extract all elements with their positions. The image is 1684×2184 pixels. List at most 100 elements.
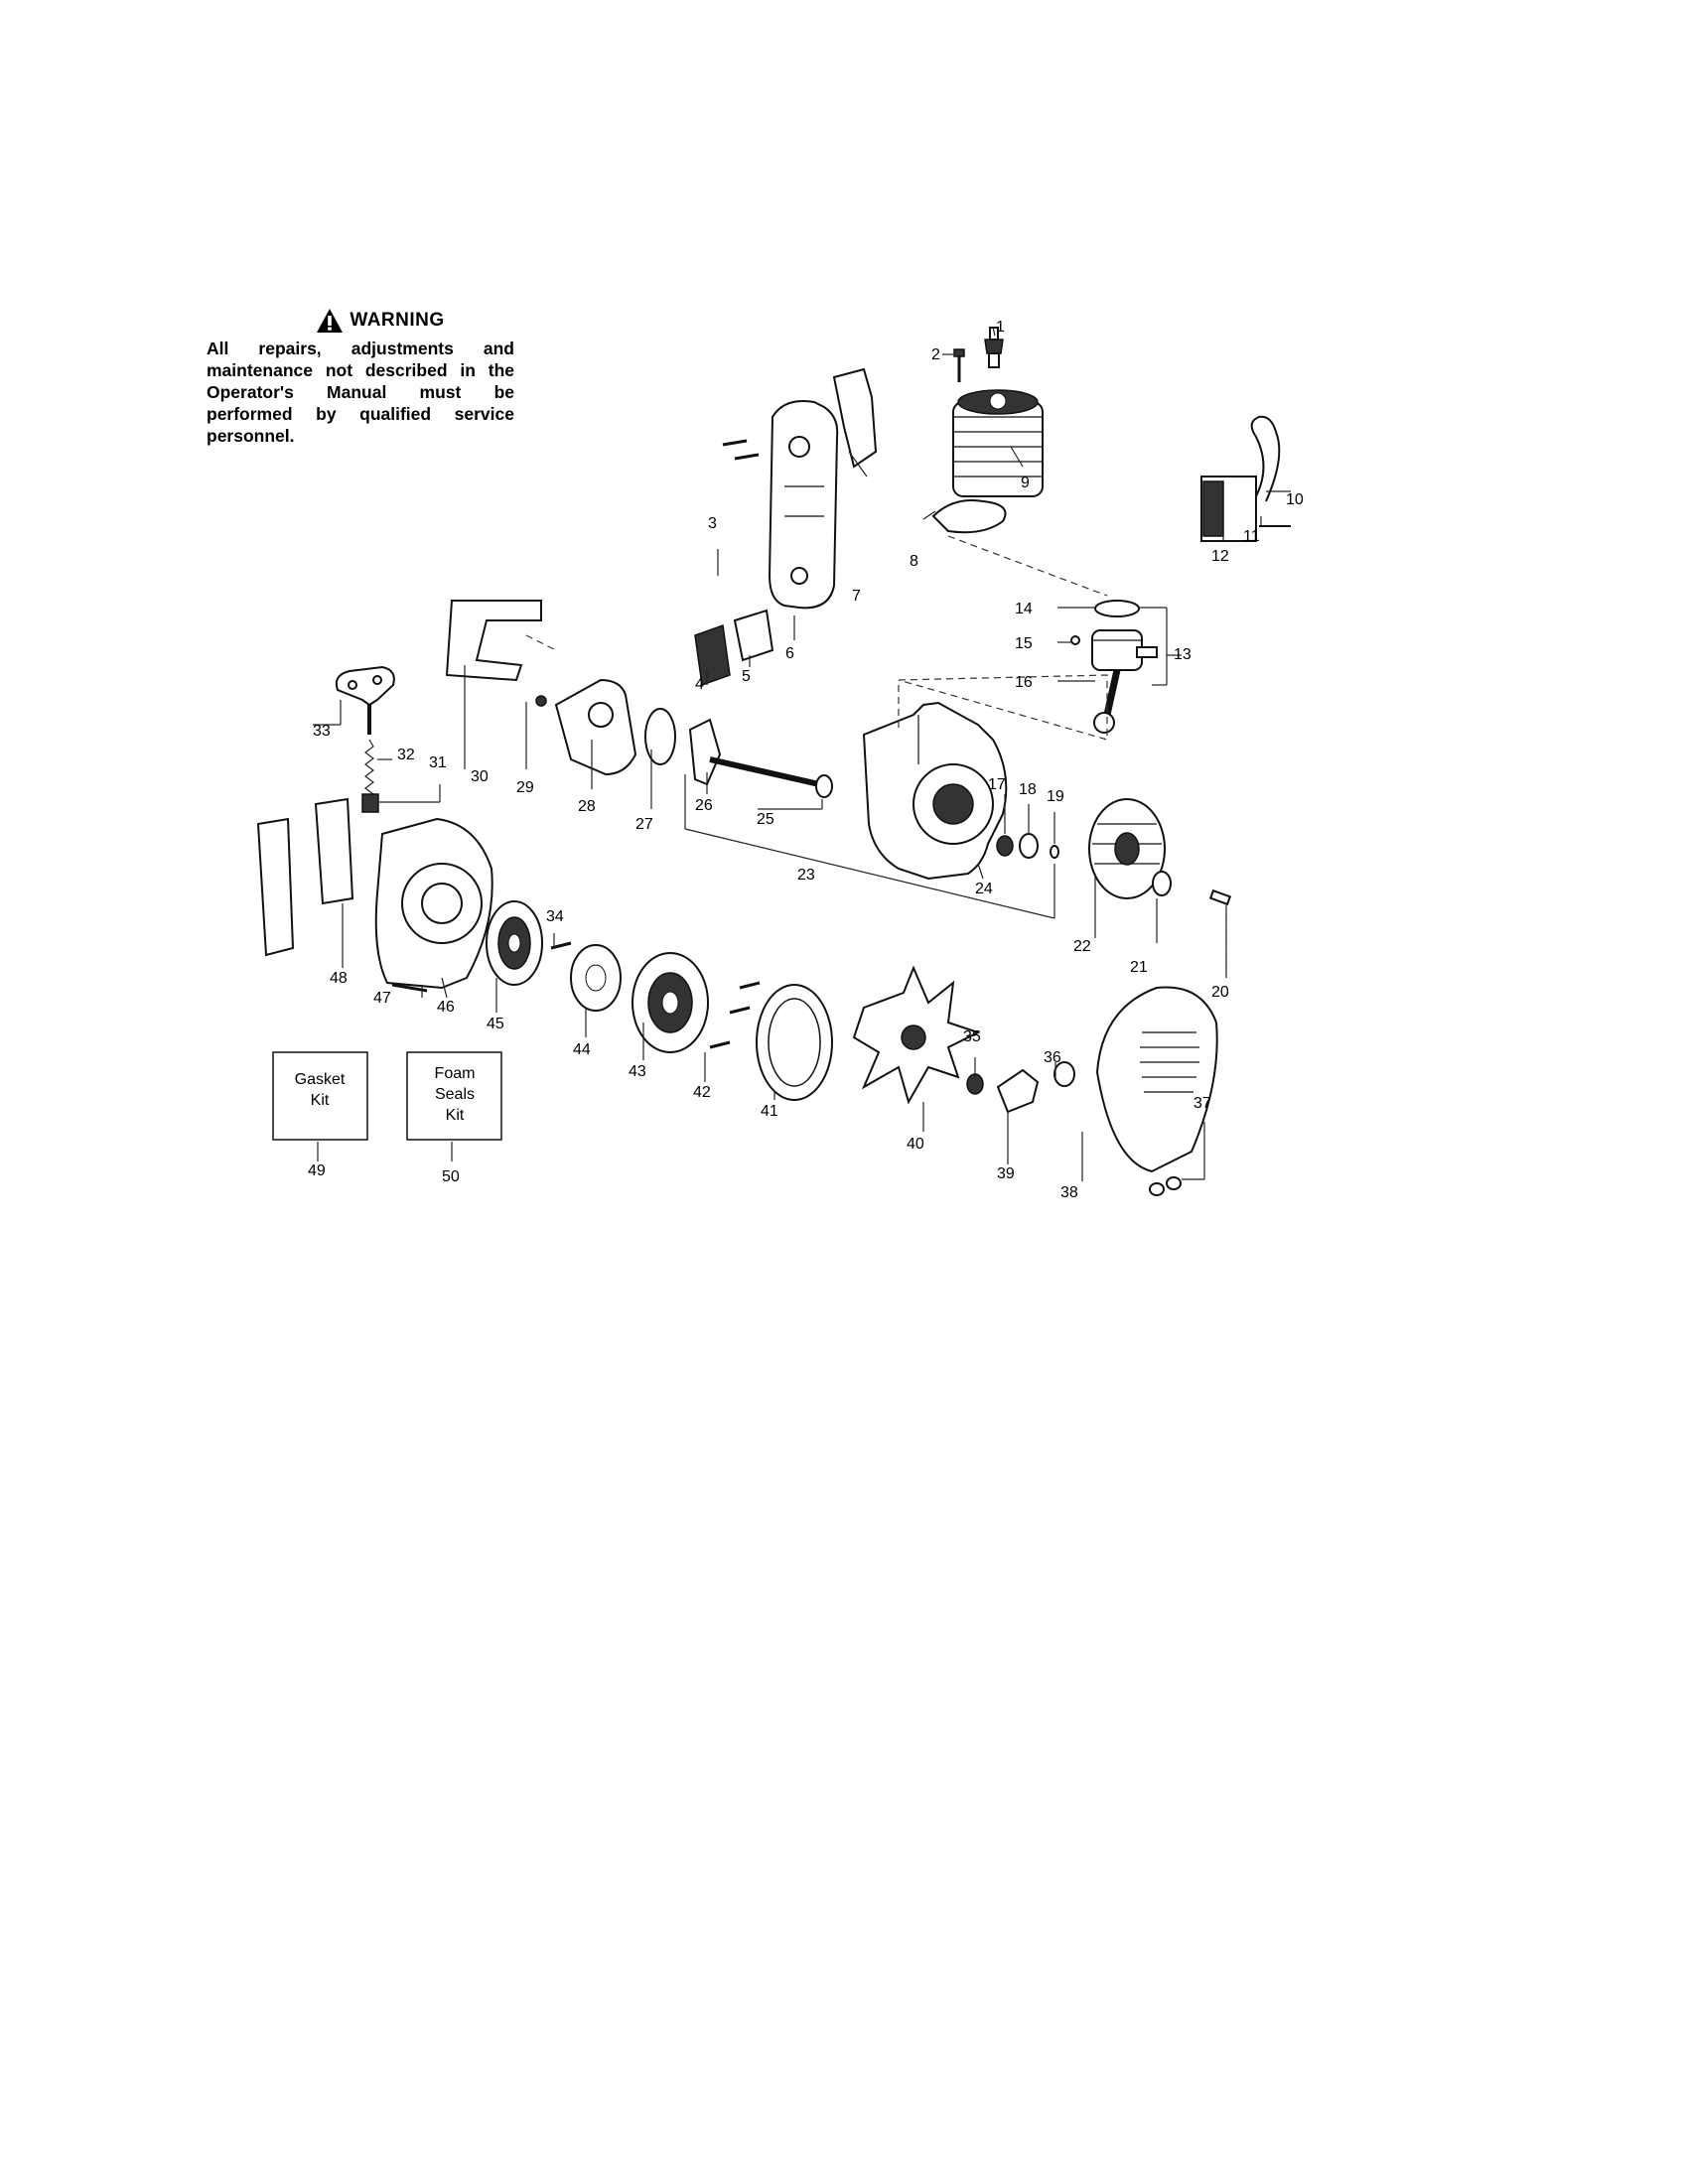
callout-48: 48: [330, 970, 348, 987]
callout-12: 12: [1211, 548, 1229, 565]
callout-13: 13: [1174, 646, 1192, 663]
callout-36: 36: [1044, 1049, 1061, 1066]
callout-5: 5: [742, 668, 751, 685]
callout-7: 7: [852, 588, 861, 605]
impeller: [852, 965, 981, 1105]
callout-40: 40: [907, 1136, 924, 1153]
pin: [1208, 888, 1232, 906]
callout-23: 23: [797, 867, 815, 884]
adjustment-tool: [335, 665, 395, 735]
callout-1: 1: [996, 319, 1005, 336]
cylinder-gasket: [931, 499, 1007, 534]
crankcase: [862, 701, 1008, 881]
callout-20: 20: [1211, 984, 1229, 1001]
foam-kit-line-1: Foam: [435, 1065, 476, 1082]
callout-19: 19: [1047, 788, 1064, 805]
washer: [570, 944, 622, 1012]
screws: [709, 981, 761, 1049]
callout-49: 49: [308, 1162, 326, 1179]
leader-lines: [313, 327, 1291, 1181]
callout-35: 35: [963, 1028, 981, 1045]
foam-seals-kit-box: Foam Seals Kit: [406, 1051, 502, 1141]
callout-11: 11: [1243, 528, 1260, 545]
callout-2: 2: [931, 346, 940, 363]
flywheel: [1088, 798, 1166, 899]
seal: [1019, 833, 1039, 859]
callout-26: 26: [695, 797, 713, 814]
flywheel-nut: [1152, 871, 1172, 896]
callout-16: 16: [1015, 674, 1033, 691]
bearing: [996, 835, 1014, 857]
callout-17: 17: [988, 776, 1006, 793]
warning-notice: WARNING All repairs, adjustments and mai…: [207, 308, 514, 447]
muffler: [768, 400, 839, 610]
callout-30: 30: [471, 768, 489, 785]
callout-46: 46: [437, 999, 455, 1016]
callout-44: 44: [573, 1041, 591, 1058]
callout-6: 6: [785, 645, 794, 662]
impeller-ring: [756, 984, 833, 1101]
gasket-kit-line-2: Kit: [311, 1092, 330, 1109]
callout-39: 39: [997, 1165, 1015, 1182]
muffler-heat-shield: [832, 367, 878, 469]
callout-28: 28: [578, 798, 596, 815]
starter-pulley: [486, 900, 543, 986]
gasket-kit-box: Gasket Kit: [272, 1051, 368, 1141]
callout-8: 8: [910, 553, 918, 570]
callout-42: 42: [693, 1084, 711, 1101]
ignition-module: [1200, 415, 1291, 542]
callout-4: 4: [695, 676, 704, 693]
foam-kit-line-3: Kit: [446, 1107, 465, 1124]
bushing: [361, 793, 379, 813]
callout-37: 37: [1193, 1095, 1211, 1112]
callout-numbers: 1 2 3 4 5 6 7 8 9 10 11 12 13 14 15 16 1…: [308, 319, 1304, 1201]
piston-assembly: [1070, 600, 1158, 734]
callout-10: 10: [1286, 491, 1304, 508]
callout-41: 41: [761, 1103, 778, 1120]
callout-50: 50: [442, 1168, 460, 1185]
callout-43: 43: [629, 1063, 646, 1080]
callout-18: 18: [1019, 781, 1037, 798]
crankshaft: [688, 718, 833, 798]
callout-3: 3: [708, 515, 717, 532]
pawl-bushing: [1053, 1061, 1075, 1087]
foam-seal: [445, 600, 542, 682]
blower-cover: [1095, 986, 1218, 1173]
warning-triangle-icon: [317, 309, 344, 333]
callout-9: 9: [1021, 475, 1030, 491]
starter-housing: [632, 952, 709, 1053]
callout-29: 29: [516, 779, 534, 796]
callout-34: 34: [546, 908, 564, 925]
blower-housing: [374, 817, 493, 990]
gasket-kit-line-1: Gasket: [295, 1071, 346, 1088]
callout-21: 21: [1130, 959, 1148, 976]
muffler-plate: [694, 623, 731, 687]
callout-47: 47: [373, 990, 391, 1007]
starter-pawl: [996, 1068, 1040, 1114]
cylinder: [952, 389, 1044, 497]
intake-adapter: [535, 678, 637, 776]
foam-kit-line-2: Seals: [435, 1086, 475, 1103]
callout-25: 25: [757, 811, 774, 828]
callout-22: 22: [1073, 938, 1091, 955]
callout-38: 38: [1060, 1184, 1078, 1201]
key: [1050, 845, 1059, 859]
callout-32: 32: [397, 747, 415, 763]
cover-screws: [1149, 1176, 1182, 1196]
callout-14: 14: [1015, 601, 1033, 617]
cylinder-screw: [953, 348, 965, 382]
callout-31: 31: [429, 754, 447, 771]
spring: [364, 739, 374, 795]
callout-15: 15: [1015, 635, 1033, 652]
part-drawings: [256, 327, 1291, 1196]
muffler-screws: [722, 439, 760, 461]
foam-seals: [256, 797, 354, 957]
callout-24: 24: [975, 881, 993, 897]
callout-27: 27: [635, 816, 653, 833]
o-ring: [644, 708, 676, 765]
warning-text: All repairs, adjustments and maintenance…: [207, 339, 514, 446]
warning-header: WARNING: [207, 308, 514, 334]
muffler-gasket: [733, 609, 774, 662]
warning-title: WARNING: [350, 310, 445, 331]
